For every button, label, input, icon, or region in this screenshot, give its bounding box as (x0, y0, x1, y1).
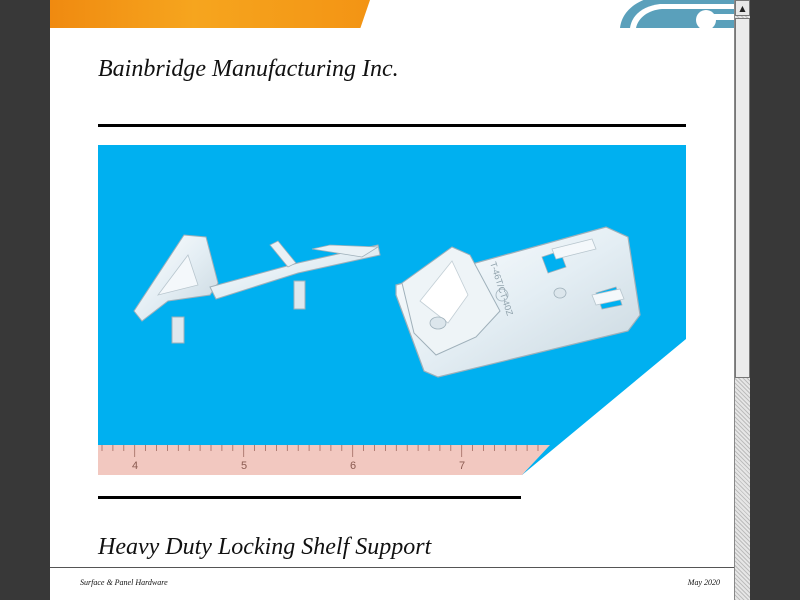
ruler-number: 7 (459, 460, 465, 472)
shelf-support-side-view (133, 234, 381, 344)
ruler-number: 5 (241, 460, 247, 472)
product-photo: 4 5 6 7 T-46T/CT-40Z (98, 145, 686, 475)
divider-bottom (98, 496, 521, 499)
product-title: Heavy Duty Locking Shelf Support (98, 534, 432, 560)
logo-graphic-icon (616, 0, 734, 28)
ruler: 4 5 6 7 (98, 445, 550, 475)
footer-date: May 2020 (687, 578, 720, 587)
ruler-number: 4 (132, 460, 138, 472)
footer-section-label: Surface & Panel Hardware (80, 578, 168, 587)
vertical-scrollbar[interactable]: ▲ (734, 0, 750, 600)
footer-divider (50, 567, 734, 568)
shelf-support-plate: T-46T/CT-40Z (395, 226, 641, 378)
scrollbar-thumb[interactable] (735, 18, 750, 378)
header-banner-logo (616, 0, 734, 28)
company-name: Bainbridge Manufacturing Inc. (98, 56, 399, 82)
document-page: Bainbridge Manufacturing Inc. 4 5 6 7 (50, 0, 734, 600)
triangle-up-icon[interactable]: ▲ (735, 0, 750, 16)
divider-top (98, 124, 686, 127)
photo-background (98, 145, 686, 475)
ruler-number: 6 (350, 460, 356, 472)
header-banner-orange (50, 0, 370, 28)
